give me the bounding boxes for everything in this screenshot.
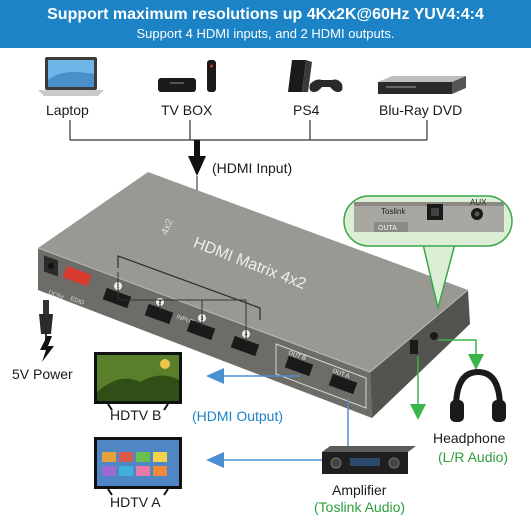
hdmi-input-port-2 <box>144 303 174 325</box>
hdmi-input-port-3 <box>186 319 216 341</box>
source-label-blu-ray: Blu-Ray DVD <box>379 102 463 118</box>
headphone-label: Headphone <box>433 430 506 446</box>
headphone-icon <box>450 368 506 422</box>
headphone-audio-arrow <box>438 339 484 370</box>
hdtv-b-icon <box>94 352 182 411</box>
dip-switch-label: EDID <box>69 296 85 307</box>
power-plug-icon <box>39 300 53 340</box>
aux-label: AUX <box>470 198 487 207</box>
laptop-icon <box>38 57 104 96</box>
source-label-tv-box: TV BOX <box>161 102 213 118</box>
tv-box-icon <box>158 60 216 92</box>
hdmi-input-port-1 <box>102 287 132 309</box>
hdtv-a-label: HDTV A <box>110 494 161 510</box>
input-group-label: INPUT <box>175 314 194 326</box>
source-bus-lines <box>69 120 428 141</box>
out-b-label: OUT B <box>287 350 306 362</box>
header-banner: Support maximum resolutions up 4Kx2K@60H… <box>0 0 531 48</box>
hdtv-a-icon <box>94 437 182 496</box>
hdmi-input-label: (HDMI Input) <box>212 160 293 176</box>
audio-port-callout <box>343 195 513 309</box>
side-audio-ports <box>410 332 438 354</box>
lightning-bolt-icon <box>40 336 54 362</box>
input-group-bracket <box>117 255 261 320</box>
input-bus-lines <box>117 272 247 342</box>
dc-power-port <box>44 255 58 277</box>
hdmi-input-port-4 <box>230 335 260 357</box>
hdmi-output-arrow-b <box>206 368 300 384</box>
amplifier-icon <box>322 446 416 474</box>
power-port-label: DC5V <box>47 290 64 301</box>
edid-dip-switch <box>62 265 92 287</box>
headphone-sub-label: (L/R Audio) <box>438 449 509 465</box>
power-label: 5V Power <box>12 366 73 382</box>
hdtv-b-label: HDTV B <box>110 407 162 423</box>
amplifier-sub-label: (Toslink Audio) <box>314 499 406 515</box>
ps4-icon <box>288 60 343 92</box>
toslink-audio-arrow <box>410 356 426 420</box>
outa-label: OUTA <box>378 225 397 232</box>
output-port-group <box>275 343 367 409</box>
blu-ray-player-icon <box>378 76 466 94</box>
source-label-laptop: Laptop <box>46 102 89 118</box>
hdmi-output-label: (HDMI Output) <box>192 408 284 424</box>
source-label-ps4: PS4 <box>293 102 320 118</box>
toslink-label: Toslink <box>381 207 406 216</box>
out-a-label: OUT A <box>331 368 350 380</box>
banner-subtitle: Support 4 HDMI inputs, and 2 HDMI output… <box>136 26 395 41</box>
banner-title: Support maximum resolutions up 4Kx2K@60H… <box>47 6 484 23</box>
amplifier-label: Amplifier <box>332 482 387 498</box>
